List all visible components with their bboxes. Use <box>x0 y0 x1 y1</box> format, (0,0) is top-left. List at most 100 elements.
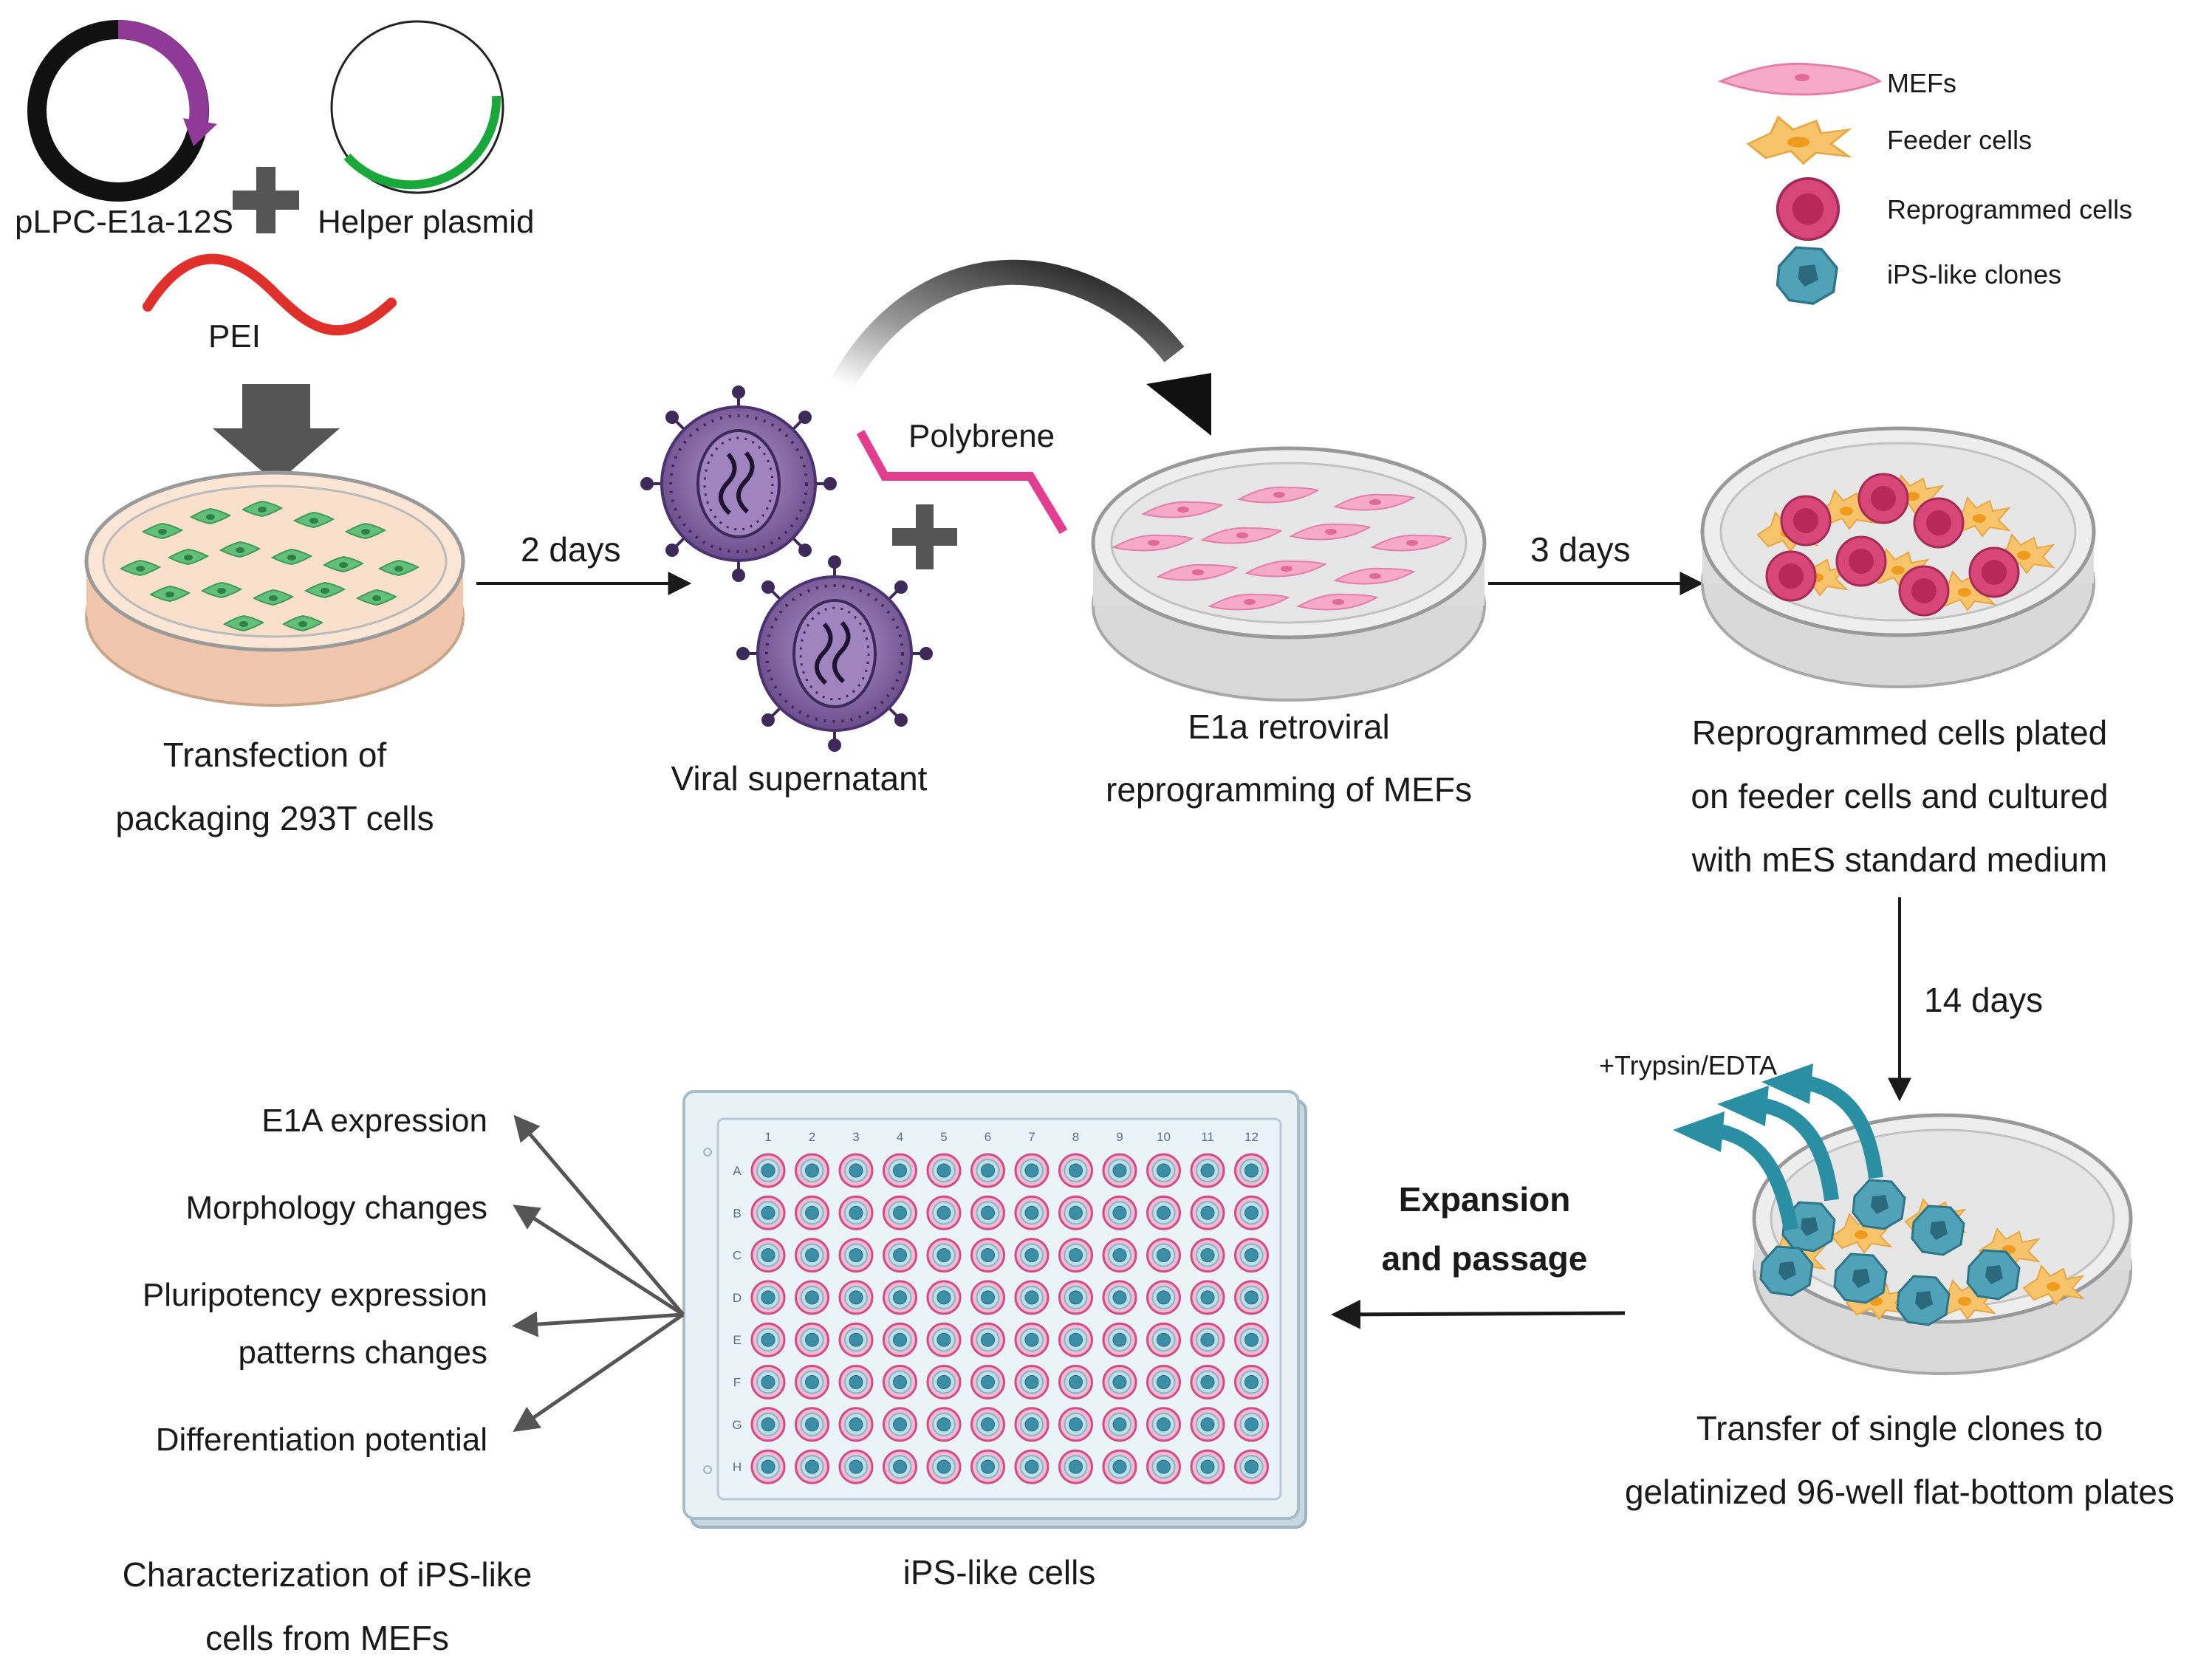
plate-well <box>1190 1365 1225 1399</box>
plate-well <box>970 1238 1005 1273</box>
plate-well <box>926 1195 962 1230</box>
plate-well <box>883 1449 917 1484</box>
arrow-3-days-label: 3 days <box>1530 530 1631 569</box>
plate-well <box>1234 1407 1269 1442</box>
plate-well <box>795 1195 829 1230</box>
plate-row-label: H <box>733 1460 742 1474</box>
expansion-label-line1: Expansion <box>1399 1180 1571 1219</box>
plate-column-label: 1 <box>764 1130 771 1144</box>
plate-well <box>1014 1280 1049 1315</box>
viral-supernatant-label: Viral supernatant <box>671 759 928 798</box>
plate-well <box>1014 1407 1049 1442</box>
plate-well <box>1146 1449 1181 1484</box>
plate-well <box>1190 1238 1225 1273</box>
plate-well <box>795 1238 829 1273</box>
plate-well <box>883 1407 917 1442</box>
plate-well <box>838 1365 874 1399</box>
plate-well <box>1234 1365 1269 1399</box>
plate-well <box>795 1280 829 1315</box>
plate-well <box>970 1280 1005 1315</box>
plate-well <box>1058 1449 1093 1484</box>
plate-column-label: 2 <box>809 1130 815 1144</box>
arrow-2-days-label: 2 days <box>521 530 621 569</box>
polybrene-line <box>856 430 1068 535</box>
plate-well <box>883 1195 917 1230</box>
plate-well <box>1234 1449 1269 1484</box>
legend-reprogrammed: Reprogrammed cells <box>1776 177 2132 241</box>
expansion-label-line2: and passage <box>1382 1239 1588 1278</box>
plate-well <box>1146 1238 1181 1273</box>
plate-well <box>970 1407 1005 1442</box>
plate-well <box>1014 1153 1049 1188</box>
dish-reprogrammed <box>1700 426 2096 688</box>
dish-ips-clones <box>1752 1113 2133 1375</box>
arrow-expansion <box>1331 1299 1626 1329</box>
legend-mefs: MEFs <box>1717 62 1956 98</box>
plate-well <box>883 1153 917 1188</box>
plate-well <box>970 1153 1005 1188</box>
plasmid-left-label: pLPC-E1a-12S <box>15 204 233 240</box>
plate-column-label: 8 <box>1072 1130 1079 1144</box>
legend-label: Reprogrammed cells <box>1887 194 2132 225</box>
plate-well <box>970 1365 1005 1399</box>
plate-column-label: 3 <box>852 1130 859 1144</box>
plate-well <box>1146 1153 1181 1188</box>
plate-well <box>750 1365 786 1399</box>
char-item-morphology: Morphology changes <box>186 1190 487 1226</box>
arrow-14-days-label: 14 days <box>1924 981 2043 1019</box>
plate-well <box>838 1322 874 1357</box>
trypsin-label: +Trypsin/EDTA <box>1599 1050 1777 1080</box>
plate-column-label: 12 <box>1244 1130 1259 1144</box>
plate-column-label: 4 <box>897 1130 903 1144</box>
characterization-label-line1: Characterization of iPS-like <box>123 1555 533 1594</box>
plate-well <box>926 1407 962 1442</box>
plated-label-line2: on feeder cells and cultured <box>1691 777 2108 815</box>
legend-label: iPS-like clones <box>1887 259 2061 289</box>
plate-well <box>750 1153 786 1188</box>
plated-label-line1: Reprogrammed cells plated <box>1692 713 2108 752</box>
plate-well <box>750 1280 786 1315</box>
legend-ips: iPS-like clones <box>1776 246 2061 305</box>
plate-well <box>1058 1153 1093 1188</box>
plate-well <box>1102 1322 1137 1357</box>
plate-column-label: 10 <box>1157 1130 1171 1144</box>
plate-well <box>1190 1280 1225 1315</box>
curved-arrow <box>831 259 1185 391</box>
plate-column-label: 7 <box>1028 1130 1035 1144</box>
plate-well <box>926 1238 962 1273</box>
plate-row-label: B <box>733 1206 741 1220</box>
plate-well <box>1014 1322 1049 1357</box>
plate-well <box>1058 1365 1093 1399</box>
plate-well <box>1102 1195 1137 1230</box>
plate-column-label: 11 <box>1201 1130 1214 1144</box>
plate-well <box>970 1322 1005 1357</box>
plate-well <box>1058 1322 1093 1357</box>
plate-column-label: 9 <box>1116 1130 1123 1144</box>
down-arrow-transfection <box>213 384 340 484</box>
plate-well <box>750 1407 786 1442</box>
teal-transfer-arrows <box>1712 1075 1883 1231</box>
plate-well <box>1146 1280 1181 1315</box>
plate-well <box>1014 1238 1049 1273</box>
legend-reprogrammed-icon <box>1776 177 1841 241</box>
teal-arrow-heads <box>1673 1063 1813 1152</box>
dish-transfection <box>84 470 465 707</box>
plate-well <box>750 1322 786 1357</box>
plate-well <box>926 1322 962 1357</box>
plate-well <box>1190 1449 1225 1484</box>
plate-well <box>1102 1280 1137 1315</box>
plate-well <box>795 1153 829 1188</box>
plate-well <box>883 1280 917 1315</box>
plate-well <box>838 1195 874 1230</box>
plate-well <box>1190 1195 1225 1230</box>
plate-well <box>883 1238 917 1273</box>
legend-ips-icon <box>1776 246 1838 305</box>
plate-well <box>1014 1195 1049 1230</box>
plus-icon <box>233 167 299 233</box>
plate-well <box>970 1449 1005 1484</box>
plate-well <box>1146 1365 1181 1399</box>
plate-well <box>1234 1280 1269 1315</box>
